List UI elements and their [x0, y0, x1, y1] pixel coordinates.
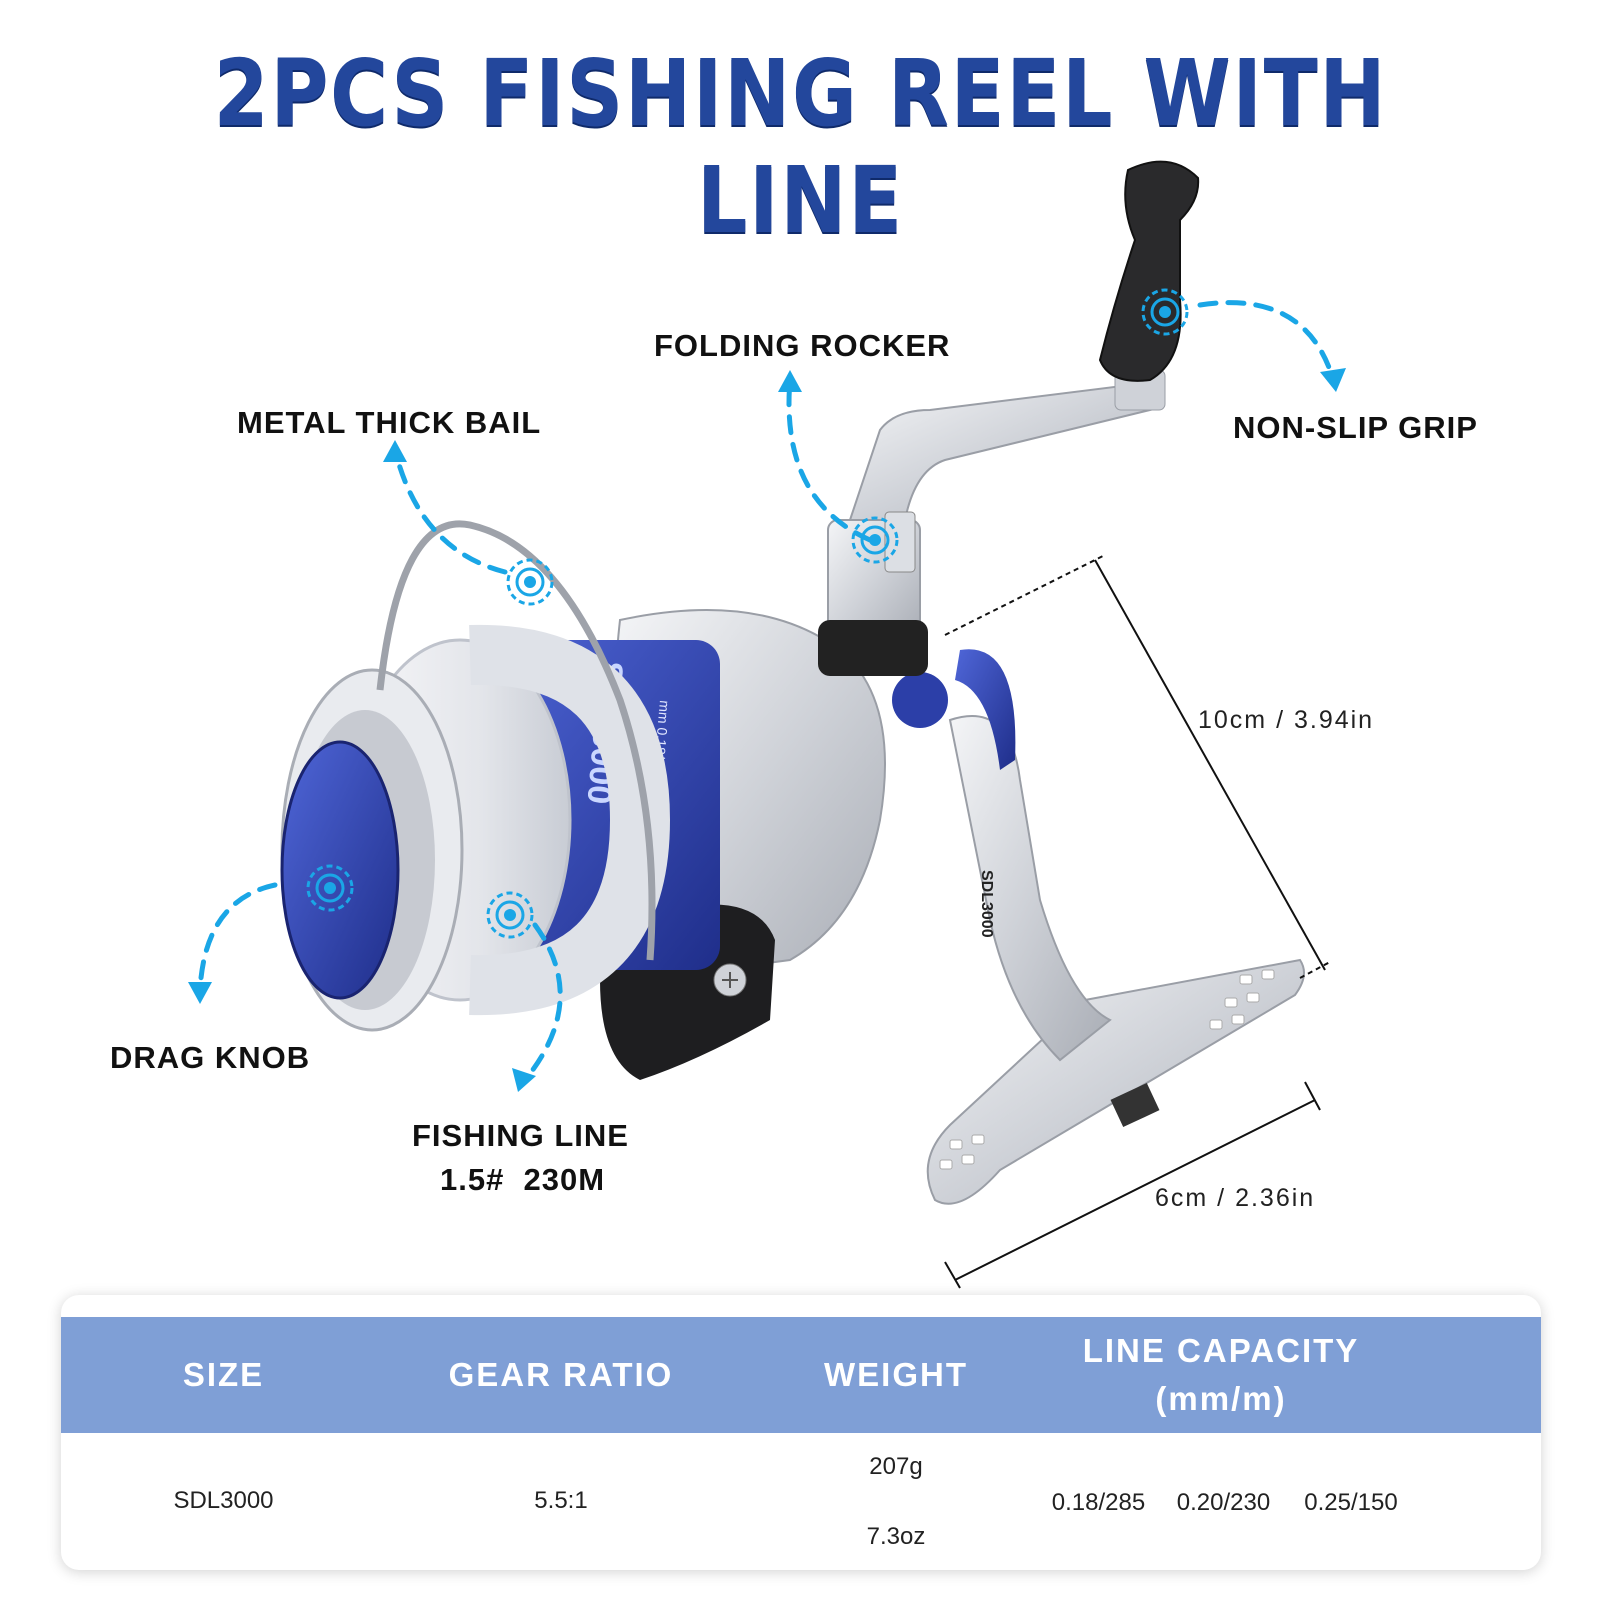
header-weight: WEIGHT	[824, 1356, 968, 1393]
cell-capacity-3: 0.25/150	[1304, 1489, 1398, 1516]
target-icon	[486, 891, 534, 939]
bail-wire	[376, 520, 656, 961]
dimension-width-label: 6cm / 2.36in	[1155, 1184, 1316, 1212]
cell-capacity-1: 0.18/285	[1051, 1489, 1146, 1516]
spec-table: SIZE GEAR RATIO WEIGHT LINE CAPACITY (mm…	[61, 1295, 1541, 1570]
callout-targets	[306, 288, 1189, 939]
fishing-reel-illustration: SDL3000 SDL3000 mm 0.18/285	[188, 160, 1346, 1289]
target-icon	[851, 516, 899, 564]
cell-size: SDL3000	[173, 1487, 274, 1514]
callout-metal-thick-bail: METAL THICK BAIL	[237, 405, 542, 440]
dimension-height-label: 10cm / 3.94in	[1198, 706, 1375, 734]
dimension-lines	[944, 554, 1331, 1289]
callout-arrows	[197, 300, 1333, 1083]
header-line-capacity-title: LINE CAPACITY	[1082, 1332, 1360, 1369]
target-icon	[306, 864, 354, 912]
cell-weight-oz: 7.3oz	[866, 1523, 926, 1550]
header-line-capacity-unit: (mm/m)	[1155, 1380, 1287, 1417]
callout-drag-knob: DRAG KNOB	[110, 1040, 311, 1075]
callout-fishing-line-spec: 1.5# 230M	[440, 1162, 606, 1197]
header-line-capacity: LINE CAPACITY (mm/m)	[1056, 1317, 1386, 1433]
page-title: 2PCS FISHING REEL WITH LINE	[213, 40, 1388, 254]
body-model-text: SDL3000	[978, 870, 995, 938]
cell-weight-g: 207g	[869, 1453, 923, 1480]
callout-fishing-line: FISHING LINE	[412, 1118, 629, 1153]
reel-foot	[926, 958, 1305, 1205]
cell-capacity-2: 0.20/230	[1176, 1489, 1271, 1516]
target-icon	[506, 558, 554, 606]
callout-folding-rocker: FOLDING ROCKER	[654, 328, 951, 363]
spool: SDL3000 mm 0.18/285	[280, 624, 720, 1032]
header-gear-ratio: GEAR RATIO	[448, 1356, 674, 1393]
spec-table-header: SIZE GEAR RATIO WEIGHT LINE CAPACITY (mm…	[61, 1317, 1541, 1433]
callout-non-slip-grip: NON-SLIP GRIP	[1233, 410, 1478, 445]
crank-handle	[818, 160, 1200, 676]
target-icon	[1141, 288, 1189, 336]
arrow-heads	[188, 368, 1346, 1092]
cell-gear-ratio: 5.5:1	[534, 1487, 588, 1514]
header-size: SIZE	[182, 1356, 265, 1393]
